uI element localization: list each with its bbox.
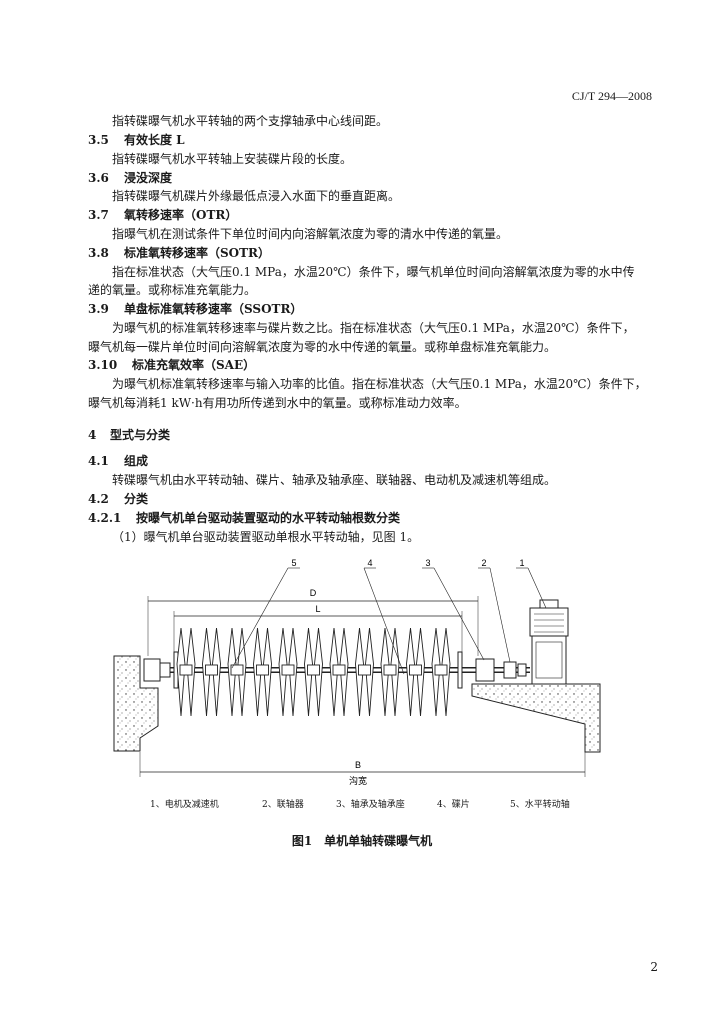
section-number: 4 — [88, 428, 97, 442]
legend-item: 2、联轴器 — [262, 800, 304, 810]
disc-hub — [409, 664, 422, 676]
section-number: 4.2 — [88, 492, 109, 506]
section-number: 4.2.1 — [88, 511, 122, 525]
paragraph: 转碟曝气机由水平转动轴、碟片、轴承及轴承座、联轴器、电动机及减速机等组成。 — [112, 473, 557, 487]
section-title: 标准充氧效率（SAE） — [132, 358, 256, 372]
disc-hub — [434, 664, 448, 676]
dim-b-text: 沟宽 — [349, 775, 367, 786]
disc-hub — [358, 664, 371, 676]
section-title: 组成 — [124, 454, 149, 468]
right-bearing — [475, 658, 495, 682]
section-heading-3-5: 3.5 有效长度 L — [88, 131, 185, 148]
section-title: 有效长度 L — [124, 133, 185, 147]
paragraph-continuation: 递的氧量。或称标准充氧能力。 — [88, 283, 257, 297]
legend-item: 3、轴承及轴承座 — [336, 800, 405, 810]
dim-b-label: B — [355, 760, 361, 770]
paragraph-continuation: 曝气机每一碟片单位时间向溶解氧浓度为零的水中传递的氧量。或称单盘标准充氧能力。 — [88, 340, 557, 354]
disc-hub — [256, 664, 269, 676]
paragraph: 为曝气机的标准氧转移速率与碟片数之比。指在标准状态（大气压0.1 MPa，水温2… — [112, 321, 635, 335]
dim-l-label: L — [315, 604, 320, 614]
section-heading-3-9: 3.9 单盘标准氧转移速率（SSOTR） — [88, 300, 302, 317]
section-heading-4-2: 4.2 分类 — [88, 490, 148, 507]
section-number: 4.1 — [88, 454, 109, 468]
callout-5: 5 — [291, 558, 296, 568]
paragraph: 为曝气机标准氧转移速率与输入功率的比值。指在标准状态（大气压0.1 MPa，水温… — [112, 377, 647, 391]
callout-4: 4 — [367, 558, 372, 568]
callout-2: 2 — [481, 558, 486, 568]
paragraph: 指转碟曝气机水平转轴上安装碟片段的长度。 — [112, 152, 353, 166]
section-number: 3.7 — [88, 208, 109, 222]
figure-caption: 图1 单机单轴转碟曝气机 — [291, 834, 433, 848]
paragraph: 指转碟曝气机水平转轴的两个支撑轴承中心线间距。 — [112, 114, 389, 128]
callout-3: 3 — [425, 558, 430, 568]
section-title: 型式与分类 — [110, 428, 171, 442]
section-heading-3-10: 3.10 标准充氧效率（SAE） — [88, 356, 255, 373]
section-heading-3-7: 3.7 氧转移速率（OTR） — [88, 206, 237, 223]
section-title: 标准氧转移速率（SOTR） — [124, 246, 271, 260]
left-bearing — [143, 658, 161, 682]
left-wall — [113, 655, 159, 752]
callouts — [231, 567, 547, 675]
section-title: 分类 — [124, 492, 149, 506]
reducer — [531, 635, 567, 685]
paragraph: 指在标准状态（大气压0.1 MPa，水温20℃）条件下，曝气机单位时间向溶解氧浓… — [112, 265, 635, 279]
disc-hub — [205, 664, 218, 676]
section-title: 浸没深度 — [124, 171, 173, 185]
section-heading-4-1: 4.1 组成 — [88, 452, 148, 469]
disc-hub — [179, 664, 193, 676]
section-heading-3-6: 3.6 浸没深度 — [88, 169, 172, 186]
dim-d-label: D — [310, 588, 317, 598]
section-title: 按曝气机单台驱动装置驱动的水平转动轴根数分类 — [136, 511, 401, 525]
section-number: 3.5 — [88, 133, 109, 147]
section-heading-4-2-1: 4.2.1 按曝气机单台驱动装置驱动的水平转动轴根数分类 — [88, 509, 400, 526]
standard-number: CJ/T 294—2008 — [571, 89, 652, 103]
disc-hub — [307, 664, 320, 676]
legend-item: 1、电机及减速机 — [150, 800, 219, 810]
section-heading-4: 4 型式与分类 — [88, 426, 170, 443]
paragraph: 指曝气机在测试条件下单位时间内向溶解氧浓度为零的清水中传递的氧量。 — [112, 227, 509, 241]
disc-hub — [230, 664, 244, 676]
section-title: 单盘标准氧转移速率（SSOTR） — [124, 302, 303, 316]
legend-item: 4、碟片 — [437, 800, 470, 810]
coupling — [503, 661, 517, 679]
disc-hub — [281, 664, 295, 676]
section-number: 3.6 — [88, 171, 109, 185]
section-number: 3.8 — [88, 246, 109, 260]
disc-hub — [383, 664, 397, 676]
paragraph-continuation: 曝气机每消耗1 kW·h有用功所传递到水中的氧量。或称标准动力效率。 — [88, 396, 467, 410]
legend-item: 5、水平转动轴 — [510, 800, 570, 810]
page-number: 2 — [650, 960, 658, 974]
paragraph: 指转碟曝气机碟片外缘最低点浸入水面下的垂直距离。 — [112, 189, 401, 203]
callout-1: 1 — [519, 558, 524, 568]
section-number: 3.10 — [88, 358, 118, 372]
disc-group — [176, 627, 451, 717]
aerator-drawing: D L B 沟宽 5 4 3 2 1 — [113, 558, 601, 786]
paragraph: （1）曝气机单台驱动装置驱动单根水平转动轴，见图 1。 — [112, 530, 420, 544]
right-platform — [471, 683, 601, 753]
section-number: 3.9 — [88, 302, 109, 316]
section-title: 氧转移速率（OTR） — [124, 208, 238, 222]
disc-hub — [332, 664, 346, 676]
section-heading-3-8: 3.8 标准氧转移速率（SOTR） — [88, 244, 270, 261]
